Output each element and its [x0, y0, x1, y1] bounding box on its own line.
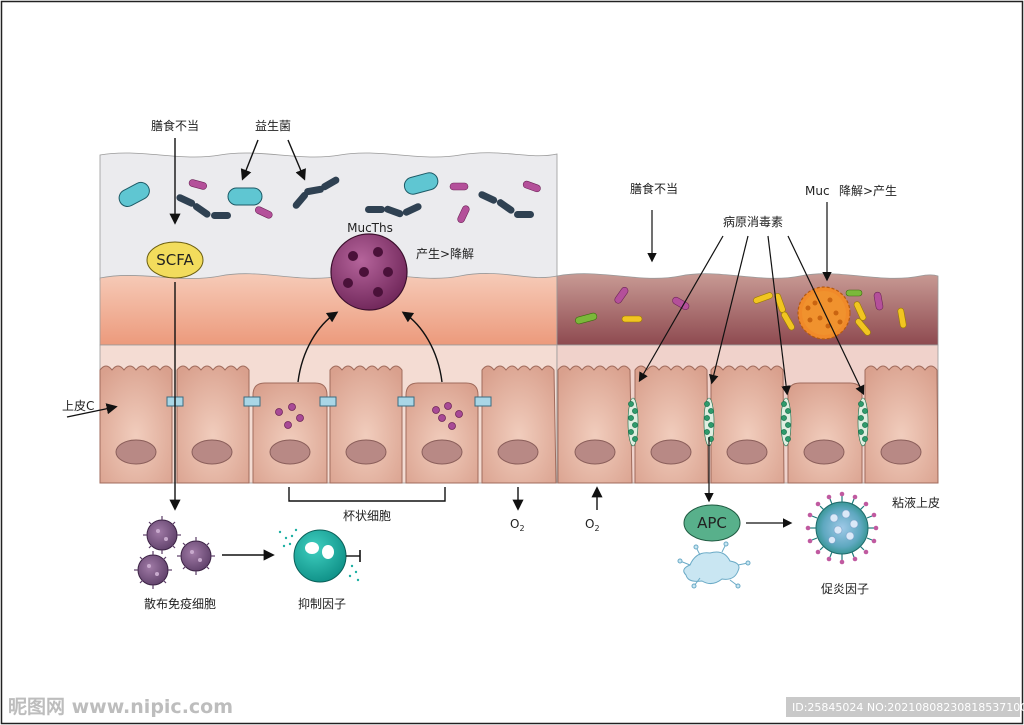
left-panel — [99, 152, 558, 484]
mucths-cell — [330, 233, 408, 311]
immune-cells-label: 散布免疫细胞 — [144, 596, 216, 611]
tight-junction — [474, 396, 492, 407]
probiotic-label: 益生菌 — [255, 119, 291, 133]
cyan-bacterium — [227, 187, 263, 206]
damaged-junction — [780, 397, 792, 447]
damaged-junction — [857, 397, 869, 447]
cyan-bacterium — [118, 181, 150, 207]
mucus-layer-left — [99, 273, 558, 346]
epithelial-cell — [99, 365, 173, 484]
cyan-bacterium — [403, 172, 439, 195]
apc-cell — [683, 504, 741, 542]
epithelial-label: 上皮C — [62, 399, 94, 413]
immune-cell — [143, 516, 181, 554]
immune-cell — [177, 537, 215, 575]
epithelial-cell — [710, 365, 785, 484]
damaged-junction — [627, 397, 639, 447]
probiotic-bacteria — [118, 172, 541, 223]
epithelium-band-left — [99, 344, 558, 484]
tight-junction — [243, 396, 261, 407]
mucths-label: MucThs — [347, 221, 393, 235]
left-arrows — [66, 138, 603, 561]
watermark-site: 昵图网 www.nipic.com — [8, 696, 233, 718]
scfa-badge — [146, 241, 204, 279]
muc-label: Muc — [805, 184, 830, 198]
diet-label-left: 膳食不当 — [151, 118, 199, 133]
epithelial-cells-left — [99, 365, 557, 484]
watermark-id-box — [786, 697, 1020, 717]
pathogen-bacteria — [575, 286, 907, 340]
epithelial-cell — [634, 365, 709, 484]
scfa-label: SCFA — [156, 251, 194, 269]
tight-junction — [319, 396, 337, 407]
proinflammatory-cell — [805, 491, 879, 565]
pink-bacteria — [188, 179, 541, 223]
toxin-label: 病原消毒素 — [723, 214, 783, 229]
mucosal-label: 粘液上皮 — [892, 495, 940, 510]
epithelial-cells-right — [557, 365, 939, 484]
proinflam-label: 促炎因子 — [821, 582, 869, 596]
goblet-cell — [405, 382, 479, 484]
immune-cell — [134, 551, 172, 589]
o2-label-right: O2 — [585, 517, 600, 533]
muc-degrading-bacterium — [797, 286, 851, 340]
epithelial-cell — [329, 365, 403, 484]
inhibitor-label: 抑制因子 — [298, 596, 346, 611]
dendritic-cell-icon — [677, 541, 751, 589]
goblet-label: 杯状细胞 — [343, 509, 391, 523]
apc-label: APC — [697, 514, 727, 532]
goblet-cell — [252, 382, 328, 484]
immune-cells-cluster — [134, 516, 215, 589]
epithelial-cell — [481, 365, 557, 484]
produce-gt-degrade-label: 产生>降解 — [416, 247, 474, 261]
o2-label-left: O2 — [510, 517, 525, 533]
right-arrows — [638, 202, 865, 528]
lumen-left — [99, 152, 558, 281]
diet-label-right: 膳食不当 — [630, 181, 678, 196]
epithelial-cell — [557, 365, 633, 484]
watermark-id: ID:25845024 NO:20210808230818537100 — [792, 701, 1024, 714]
epithelial-cell — [864, 365, 939, 484]
inhibitor-cell — [278, 528, 361, 583]
degrade-gt-produce-label: 降解>产生 — [839, 184, 897, 198]
tight-junction — [397, 396, 415, 407]
rod-chain — [176, 176, 534, 219]
epithelial-cell — [176, 365, 250, 484]
goblet-cell — [787, 382, 863, 484]
